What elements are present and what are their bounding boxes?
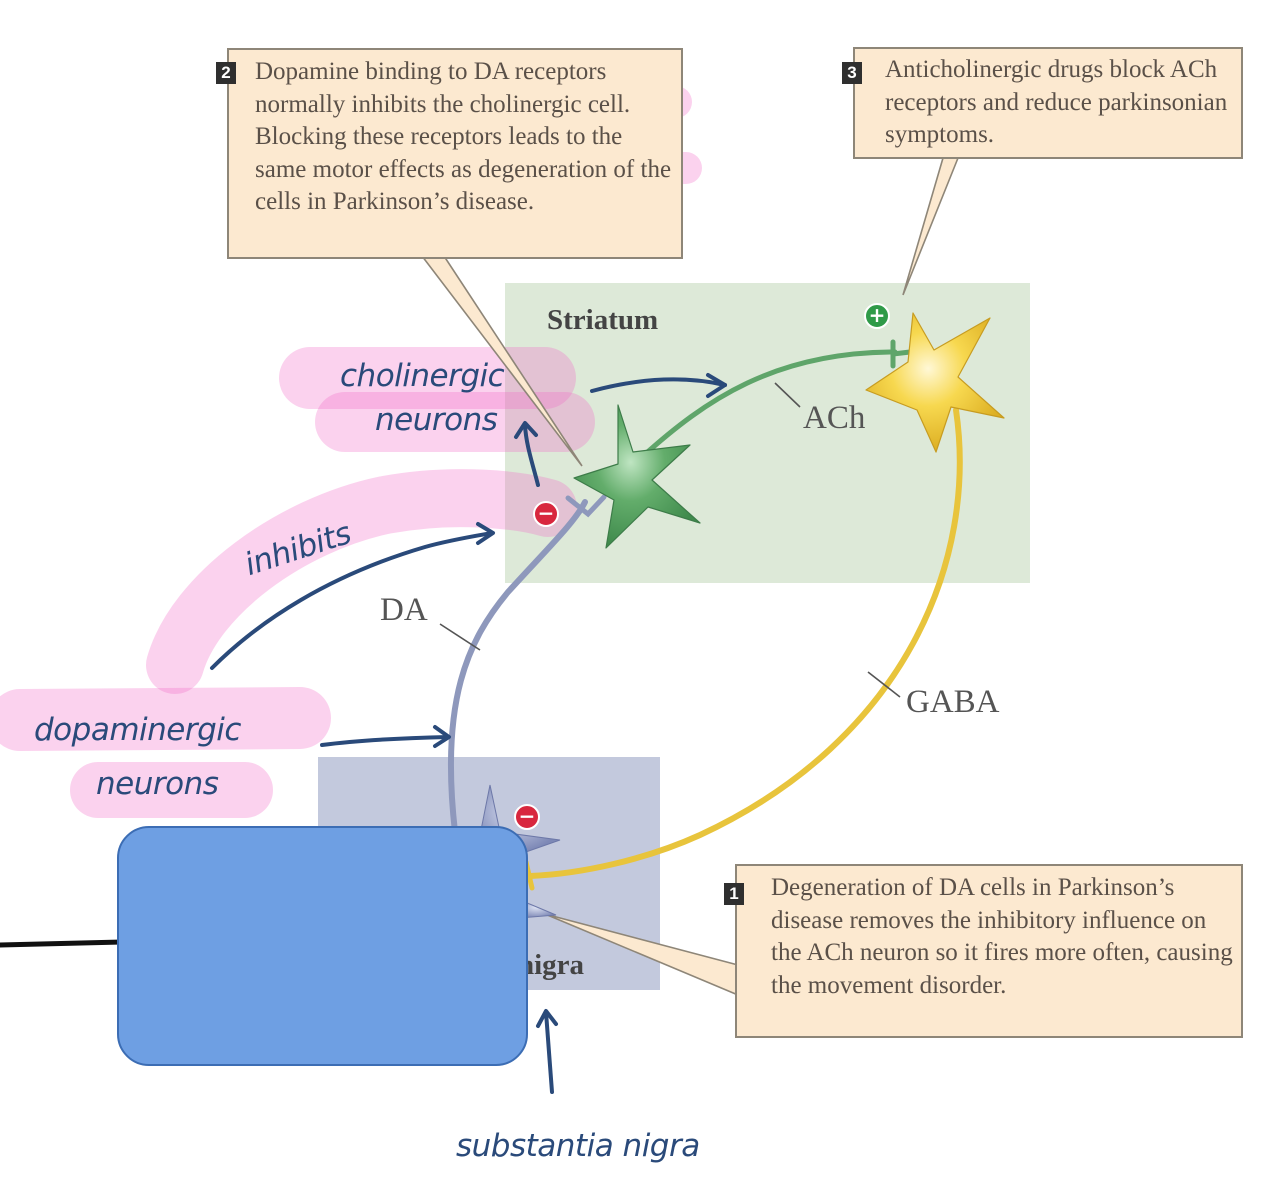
striatum-label: Striatum: [547, 304, 659, 336]
da-axon: [447, 499, 588, 835]
callout-leaders: [421, 157, 959, 996]
callout-3-text: Anticholinergic drugs block ACh receptor…: [885, 56, 1228, 148]
inhibitory-minus-icon: −: [514, 804, 540, 830]
callout-3-number: 3: [842, 62, 862, 84]
gaba-axon: [527, 407, 963, 879]
da-label-leader: [439, 623, 481, 651]
da-label: DA: [380, 592, 428, 628]
substantia-nigra-label: nigra: [518, 949, 585, 981]
callout-3: 3 Anticholinergic drugs block ACh recept…: [842, 47, 1243, 159]
handwritten-cholinergic: cholinergic: [340, 358, 505, 394]
handwritten-neurons-2: neurons: [96, 766, 219, 802]
gaba-label-leader: [867, 671, 901, 698]
callout-2: 2 Dopamine binding to DA receptors norma…: [216, 48, 683, 259]
cholinergic-neuron-body: [573, 404, 701, 549]
ach-label-leader: [774, 382, 801, 408]
callout-1: 1 Degeneration of DA cells in Parkinson’…: [724, 864, 1243, 1038]
excitatory-plus-icon: +: [864, 303, 890, 329]
handwritten-neurons-1: neurons: [375, 402, 498, 438]
callout-2-text: Dopamine binding to DA receptors normall…: [255, 58, 672, 215]
ach-axon: [639, 349, 898, 460]
handwritten-arrows: [0, 373, 727, 1094]
callout-2-number: 2: [216, 62, 236, 84]
callout-1-number: 1: [724, 883, 744, 905]
ach-label: ACh: [803, 400, 866, 436]
gaba-label: GABA: [906, 684, 1000, 720]
gaba-neuron-body: [865, 312, 1005, 453]
ach-terminal: [890, 339, 913, 369]
inhibitory-minus-icon: −: [533, 501, 559, 527]
da-terminal: [565, 494, 607, 518]
cover-box: [117, 826, 528, 1066]
callout-1-text: Degeneration of DA cells in Parkinson’s …: [771, 874, 1233, 999]
handwritten-substantia-nigra: substantia nigra: [456, 1128, 700, 1164]
handwritten-dopaminergic: dopaminergic: [34, 712, 241, 748]
